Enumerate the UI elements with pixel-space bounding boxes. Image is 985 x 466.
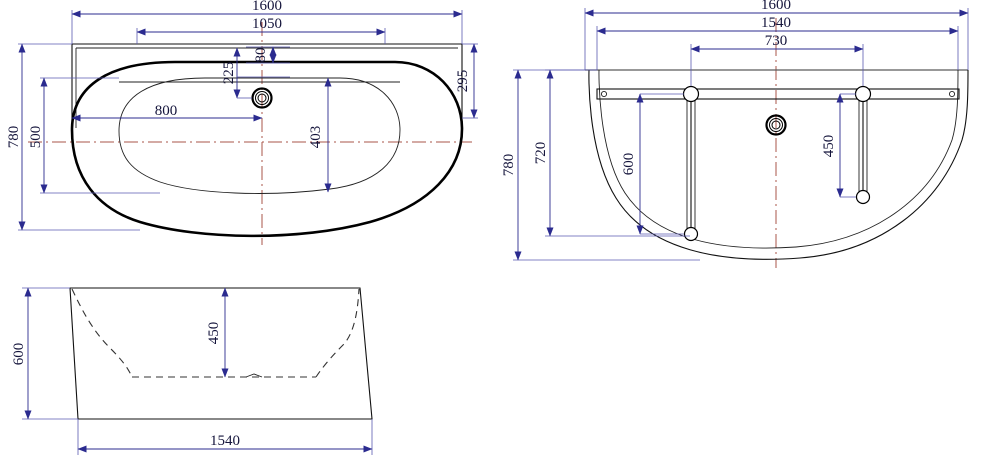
dim-295-top-view: 295 (455, 43, 478, 119)
dim-label-1540-frame: 1540 (761, 15, 791, 31)
leg-left (682, 85, 700, 242)
dim-label-1540-elevation: 1540 (210, 433, 240, 449)
dim-label-295: 295 (455, 70, 471, 93)
dim-450-frame-view: 450 (821, 93, 856, 198)
dim-450-elevation: 450 (206, 287, 229, 378)
support-rail (596, 88, 960, 100)
dim-label-450-frame: 450 (821, 135, 837, 158)
dim-label-780-frame: 780 (501, 154, 517, 177)
dim-label-1600-frame: 1600 (761, 0, 791, 13)
bottom-frame-view: 1600 1540 730 780 720 (501, 0, 969, 268)
dim-label-780-top: 780 (6, 126, 22, 149)
dim-720-frame-view: 720 (533, 69, 690, 237)
dim-label-800: 800 (155, 103, 178, 119)
dim-label-403: 403 (308, 126, 324, 149)
dim-label-600-elevation: 600 (11, 343, 27, 366)
elevation-bowl-right (315, 288, 360, 378)
dim-780-top-view: 780 (6, 43, 140, 231)
elevation-bowl-left (71, 288, 133, 378)
dim-label-1050: 1050 (252, 16, 282, 32)
elevation-drain-mark (245, 373, 263, 378)
dim-80-top-view: 80 (246, 46, 290, 64)
tub-outline-outer (70, 60, 464, 238)
dim-780-frame-view: 780 (501, 69, 700, 261)
dim-730-frame-view: 730 (690, 33, 864, 86)
dim-label-600-frame: 600 (621, 153, 637, 176)
dim-1540-frame-view: 1540 (596, 15, 959, 70)
dim-1600-frame-view: 1600 (584, 0, 969, 70)
dim-label-1600-top: 1600 (252, 0, 282, 14)
dim-label-720: 720 (533, 142, 549, 165)
drain-circle (251, 87, 273, 109)
dim-1050-top-view: 1050 (136, 16, 386, 44)
dim-403-top-view: 403 (308, 77, 332, 193)
leg-right (854, 85, 872, 205)
dim-225-top-view: 225 (221, 47, 290, 99)
dim-label-225: 225 (221, 62, 237, 85)
drain-circle-frame (765, 114, 787, 136)
dim-600-elevation: 600 (11, 287, 78, 420)
dim-1540-elevation: 1540 (77, 419, 373, 455)
dim-label-80: 80 (253, 48, 269, 63)
dim-label-500: 500 (28, 126, 44, 149)
frame-outline-inner (598, 69, 959, 249)
tub-bowl-inner (118, 77, 401, 194)
dim-label-450-elevation: 450 (206, 322, 222, 345)
dim-800-top-view: 800 (71, 103, 263, 122)
dim-label-730: 730 (765, 33, 788, 49)
frame-outline-outer (588, 69, 969, 260)
dim-1600-top-view: 1600 (71, 0, 463, 44)
front-elevation-view: 600 450 1540 (11, 287, 373, 455)
dim-500-top-view: 500 (28, 77, 160, 194)
top-view: 1600 1050 780 500 800 (6, 0, 478, 245)
dim-600-frame-view: 600 (621, 93, 684, 235)
